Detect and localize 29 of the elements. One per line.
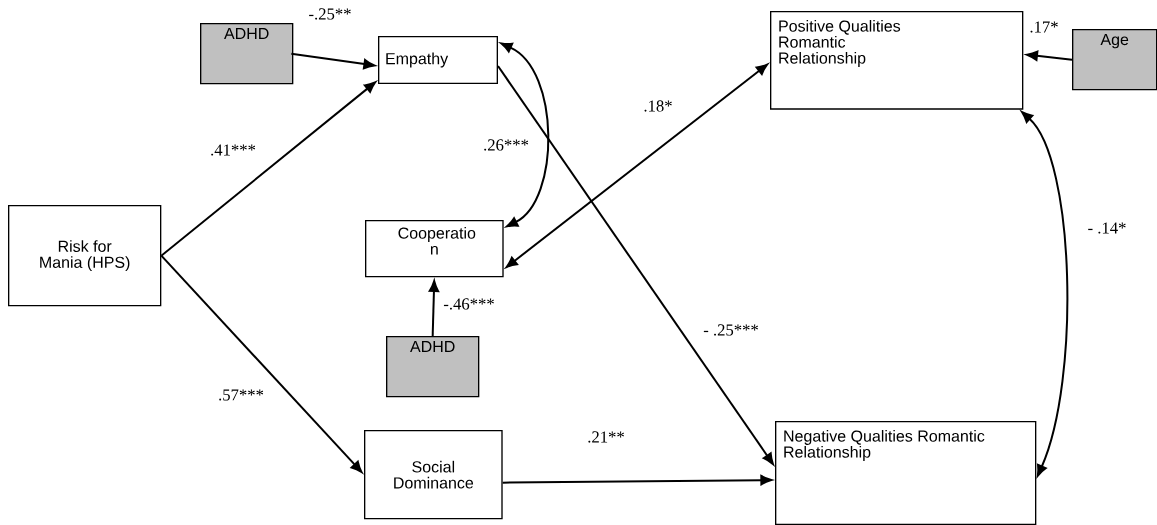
variable-box: Social Dominance bbox=[364, 430, 503, 520]
covariate-box: Age bbox=[1072, 29, 1157, 91]
edge-label: .18* bbox=[642, 99, 674, 113]
edge-label: .26*** bbox=[481, 138, 531, 152]
edge-label: .17* bbox=[1028, 20, 1060, 34]
arrow bbox=[160, 81, 377, 257]
edge-label: -.46*** bbox=[442, 297, 497, 311]
arrow bbox=[505, 63, 768, 268]
arrow bbox=[1026, 50, 1073, 61]
variable-box: Negative Qualities Romantic Relationship bbox=[775, 421, 1037, 525]
variable-box: Risk for Mania (HPS) bbox=[8, 205, 162, 307]
edge-label: - .25*** bbox=[701, 323, 761, 337]
arrow bbox=[428, 280, 440, 337]
covariate-box: ADHD bbox=[200, 23, 294, 85]
covariate-box: ADHD bbox=[386, 336, 480, 398]
arrow bbox=[501, 474, 773, 486]
arrow bbox=[500, 42, 550, 228]
variable-box: Cooperatio n bbox=[365, 220, 504, 278]
arrow bbox=[1021, 111, 1069, 477]
edge-label: -.25** bbox=[307, 7, 353, 21]
variable-box: Positive Qualities Romantic Relationship bbox=[770, 11, 1024, 110]
arrow bbox=[160, 254, 363, 473]
edge-label: .21** bbox=[585, 430, 627, 444]
variable-box: Empathy bbox=[378, 36, 498, 84]
edge-label: .41*** bbox=[208, 143, 258, 157]
edge-label: - .14* bbox=[1086, 221, 1128, 235]
arrow bbox=[497, 65, 774, 465]
edge-label: .57*** bbox=[216, 388, 266, 402]
arrow bbox=[290, 52, 376, 70]
